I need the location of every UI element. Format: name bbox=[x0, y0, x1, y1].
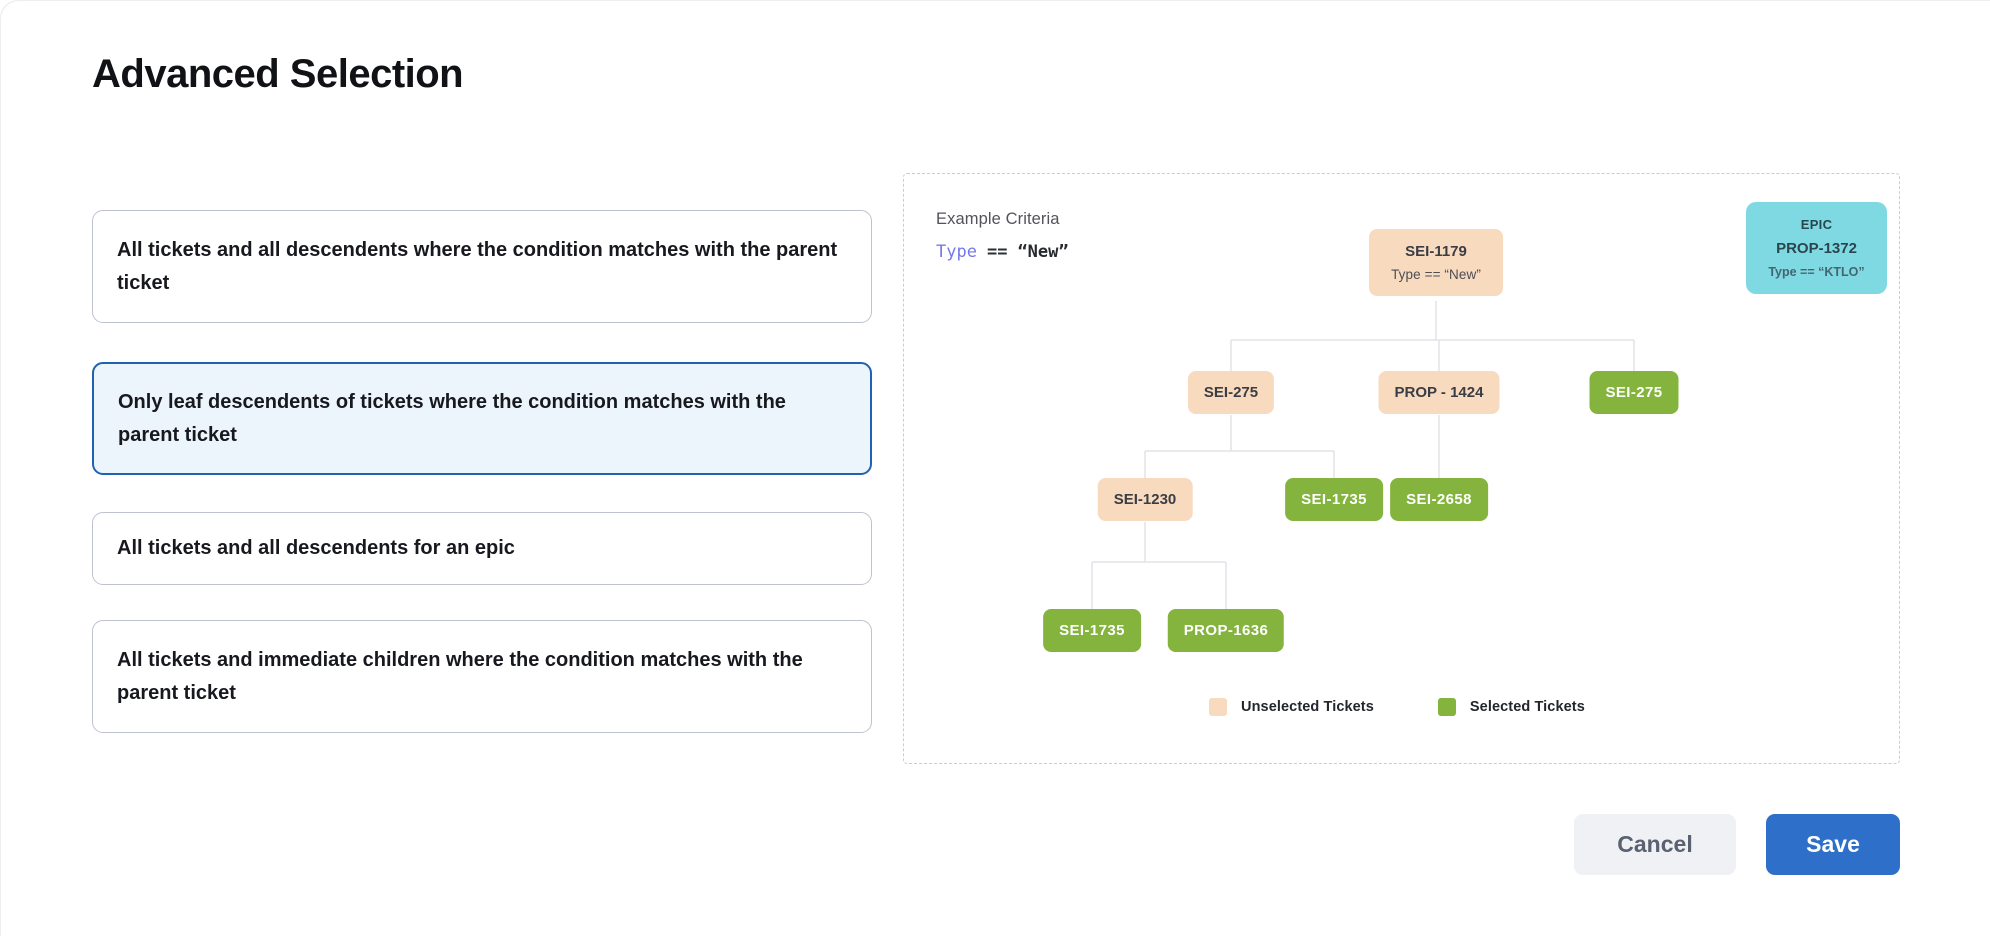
option-immediate-children-condition[interactable]: All tickets and immediate children where… bbox=[92, 620, 872, 733]
tree-node: SEI-1735 bbox=[1285, 478, 1383, 521]
legend-item-selected: Selected Tickets bbox=[1437, 698, 1585, 716]
tree-node-id: SEI-1179 bbox=[1405, 243, 1467, 260]
tree-node-condition: Type == “New” bbox=[1391, 267, 1481, 282]
epic-id: PROP-1372 bbox=[1776, 240, 1857, 257]
tree-node: SEI-2658 bbox=[1390, 478, 1488, 521]
option-label: All tickets and all descendents for an e… bbox=[117, 537, 515, 559]
epic-card: EPIC PROP-1372 Type == “KTLO” bbox=[1746, 202, 1887, 294]
epic-kind-label: EPIC bbox=[1800, 217, 1833, 232]
criteria-value: “New” bbox=[1017, 242, 1069, 262]
legend: Unselected Tickets Selected Tickets bbox=[1209, 698, 1585, 716]
option-leaf-descendents-condition[interactable]: Only leaf descendents of tickets where t… bbox=[92, 362, 872, 475]
option-label: All tickets and immediate children where… bbox=[117, 648, 803, 704]
tree-node: PROP - 1424 bbox=[1378, 371, 1500, 414]
selected-swatch-icon bbox=[1437, 698, 1456, 716]
cancel-button[interactable]: Cancel bbox=[1574, 814, 1736, 875]
tree-node: SEI-1230 bbox=[1097, 478, 1193, 521]
criteria-field: Type bbox=[936, 242, 977, 262]
example-criteria-heading: Example Criteria bbox=[936, 210, 1060, 228]
criteria-operator: == bbox=[986, 242, 1008, 262]
tree-node: SEI-1735 bbox=[1043, 609, 1141, 652]
option-label: Only leaf descendents of tickets where t… bbox=[118, 390, 786, 446]
page-title: Advanced Selection bbox=[92, 52, 464, 96]
legend-label: Unselected Tickets bbox=[1241, 699, 1374, 715]
tree-node: SEI-275 bbox=[1187, 371, 1275, 414]
tree-node: PROP-1636 bbox=[1167, 609, 1285, 652]
unselected-swatch-icon bbox=[1209, 698, 1227, 716]
tree-node-root: SEI-1179 Type == “New” bbox=[1369, 229, 1503, 296]
example-criteria-expression: Type == “New” bbox=[936, 242, 1069, 262]
option-label: All tickets and all descendents where th… bbox=[117, 238, 838, 294]
legend-label: Selected Tickets bbox=[1469, 699, 1585, 715]
legend-item-unselected: Unselected Tickets bbox=[1209, 698, 1374, 716]
epic-condition: Type == “KTLO” bbox=[1768, 265, 1865, 279]
tree-node: SEI-275 bbox=[1589, 371, 1679, 414]
save-button[interactable]: Save bbox=[1766, 814, 1900, 875]
option-all-descendents-epic[interactable]: All tickets and all descendents for an e… bbox=[92, 512, 872, 585]
option-all-descendents-condition[interactable]: All tickets and all descendents where th… bbox=[92, 210, 872, 323]
example-panel: Example Criteria Type == “New” SEI-1179 Ty… bbox=[903, 173, 1900, 764]
tree-connector-lines bbox=[1091, 301, 1635, 609]
